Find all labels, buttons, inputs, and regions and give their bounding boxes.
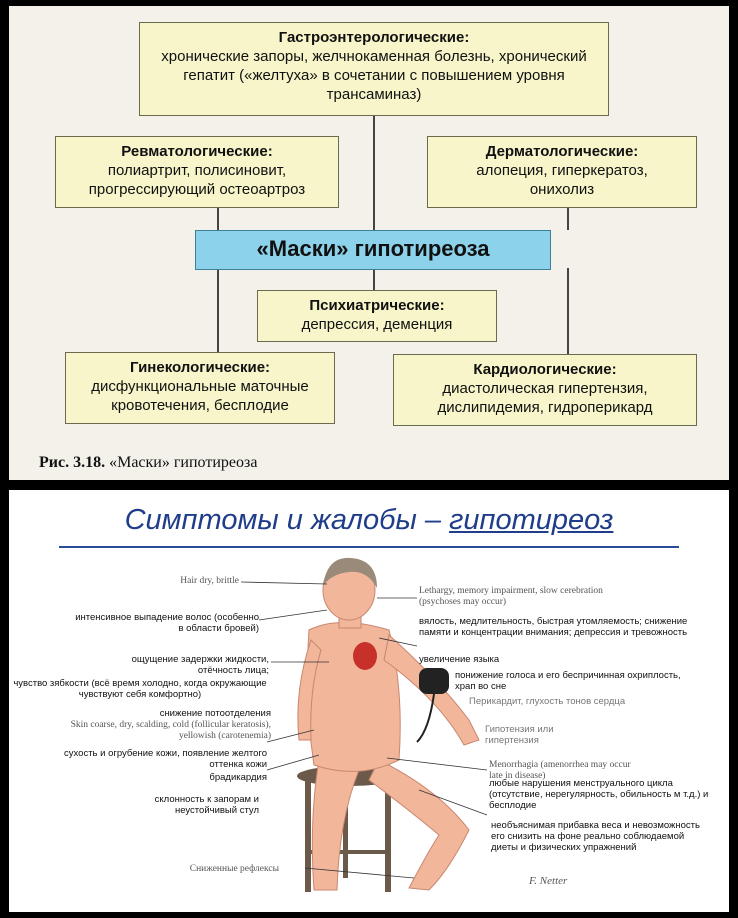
label-enlarged-tongue: увеличение языка xyxy=(419,654,500,665)
connector-gyn xyxy=(217,268,219,352)
label-reduced-sweating: снижение потоотделения xyxy=(159,708,271,719)
connector-cardio xyxy=(567,268,569,354)
gastro-title: Гастроэнтерологические: xyxy=(278,29,470,46)
slide-title: Симптомы и жалобы – гипотиреоз xyxy=(9,504,729,537)
gyn-box: Гинекологические: дисфункциональные мато… xyxy=(65,352,335,424)
label-lethargy: Lethargy, memory impairment, slow cerebr… xyxy=(419,586,603,607)
label-hoarseness: понижение голоса и его беспричинная охри… xyxy=(455,670,681,692)
rheum-desc: полиартрит, полисиновит, прогрессирующий… xyxy=(88,162,306,198)
label-skin-coarse: Skin coarse, dry, scalding, cold (follic… xyxy=(70,720,271,741)
bp-cuff-icon xyxy=(416,668,449,743)
derm-box: Дерматологические: алопеция, гиперкерато… xyxy=(427,136,697,208)
netter-signature: F. Netter xyxy=(529,875,568,887)
slide-title-keyword: гипотиреоз xyxy=(449,504,614,536)
label-hair-loss: интенсивное выпадение волос (особенно в … xyxy=(75,612,259,634)
cardio-title: Кардиологические: xyxy=(473,361,617,378)
label-constipation: склонность к запорам и неустойчивый стул xyxy=(154,794,259,816)
connector-center-psych xyxy=(373,268,375,290)
connector-gastro-center xyxy=(373,114,375,230)
label-hair-dry: Hair dry, brittle xyxy=(180,576,239,586)
gyn-title: Гинекологические: xyxy=(129,359,271,376)
label-fluid-retention: ощущение задержки жидкости, отёчность ли… xyxy=(131,654,269,676)
slide-title-prefix: Симптомы и жалобы – xyxy=(124,504,450,536)
figure-caption: Рис. 3.18. «Маски» гипотиреоза xyxy=(39,454,257,472)
cardio-box: Кардиологические: диастолическая гиперте… xyxy=(393,354,697,426)
label-menstrual-disorders: любые нарушения менструального цикла (от… xyxy=(489,778,709,811)
label-dry-skin: сухость и огрубение кожи, появление желт… xyxy=(64,748,267,770)
label-sluggishness: вялость, медлительность, быстрая утомляе… xyxy=(419,616,688,638)
label-pericarditis: Перикардит, глухость тонов сердца xyxy=(469,696,626,707)
gastro-desc: хронические запоры, желчнокаменная болез… xyxy=(161,48,587,103)
caption-number: Рис. 3.18. xyxy=(39,454,106,471)
label-bradycardia: брадикардия xyxy=(209,772,267,783)
psych-box: Психиатрические: депрессия, деменция xyxy=(257,290,497,342)
center-box: «Маски» гипотиреоза xyxy=(195,230,551,270)
masks-diagram-panel: Гастроэнтерологические: хронические запо… xyxy=(9,6,729,480)
caption-text: «Маски» гипотиреоза xyxy=(109,454,258,471)
derm-title: Дерматологические: xyxy=(485,143,639,160)
label-weight-gain: необъяснимая прибавка веса и невозможнос… xyxy=(491,820,700,853)
connector-derm xyxy=(567,206,569,230)
rheum-title: Ревматологические: xyxy=(121,143,273,160)
derm-desc: алопеция, гиперкератоз, онихолиз xyxy=(476,162,648,198)
label-hypo-hypertension: Гипотензия или гипертензия xyxy=(485,724,554,746)
label-cold-intolerance: чувство зябкости (всё время холодно, ког… xyxy=(13,678,267,700)
title-underline xyxy=(59,546,679,548)
label-reduced-reflexes: Сниженные рефлексы xyxy=(189,864,279,874)
hair-icon xyxy=(323,557,377,588)
heart-icon xyxy=(353,642,377,670)
psych-desc: депрессия, деменция xyxy=(301,316,453,333)
seated-figure-illustration xyxy=(240,557,488,892)
symptoms-slide-panel: Симптомы и жалобы – гипотиреоз xyxy=(9,490,729,912)
label-menorrhagia: Menorrhagia (amenorrhea may occur late i… xyxy=(489,760,631,781)
cardio-desc: диастолическая гипертензия, дислипидемия… xyxy=(437,380,653,416)
rheum-box: Ревматологические: полиартрит, полисинов… xyxy=(55,136,339,208)
connector-rheum xyxy=(217,206,219,230)
gastro-box: Гастроэнтерологические: хронические запо… xyxy=(139,22,609,116)
gyn-desc: дисфункциональные маточные кровотечения,… xyxy=(91,378,309,414)
psych-title: Психиатрические: xyxy=(309,297,445,314)
